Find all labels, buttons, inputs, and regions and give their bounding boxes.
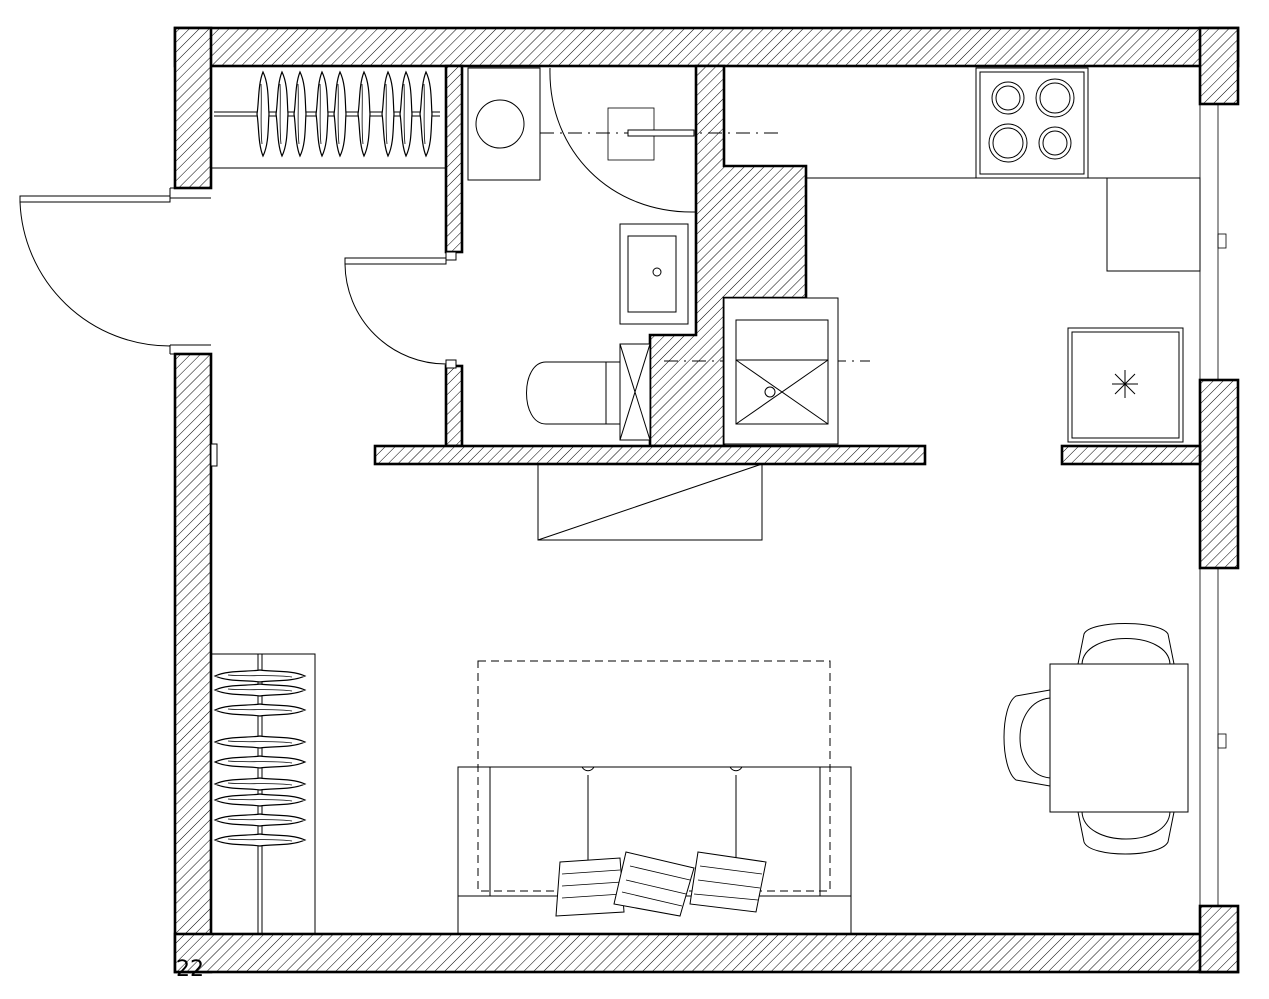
wall-closet-bath bbox=[444, 64, 464, 254]
pillow-icon bbox=[613, 851, 695, 917]
washing-machine-icon bbox=[467, 67, 541, 181]
pillow-icon bbox=[689, 851, 767, 913]
wall-bath-bottom bbox=[373, 444, 927, 466]
bathroom bbox=[344, 67, 870, 441]
sofa-bed-extended bbox=[477, 660, 831, 892]
dining-table-icon bbox=[1049, 663, 1189, 813]
sink-icon bbox=[619, 223, 689, 325]
wall-right-top bbox=[1198, 26, 1240, 106]
dining-set bbox=[1003, 623, 1189, 855]
pillow-icon bbox=[555, 857, 625, 917]
wardrobe-bottom bbox=[210, 653, 316, 935]
hanger-icon bbox=[275, 71, 289, 157]
wall-bath-door-jamb bbox=[444, 364, 464, 448]
entrance-door bbox=[19, 187, 211, 355]
stove-icon bbox=[975, 67, 1089, 179]
shower-curtain bbox=[549, 67, 697, 213]
hanger-icon bbox=[214, 703, 306, 717]
wall-right-mid bbox=[1198, 378, 1240, 570]
wall-right-bottom bbox=[1198, 904, 1240, 974]
duct-box bbox=[619, 343, 651, 441]
toilet-icon bbox=[526, 361, 621, 425]
hanger-icon bbox=[256, 71, 270, 157]
kitchen-counter bbox=[1106, 177, 1201, 272]
hanger-icon bbox=[214, 669, 306, 683]
hallway-shelf bbox=[537, 463, 763, 541]
chair-icon bbox=[1003, 689, 1051, 787]
kitchen bbox=[806, 67, 1201, 443]
hanger-icon bbox=[214, 755, 306, 769]
hanger-icon bbox=[214, 833, 306, 847]
bath-door-swing bbox=[344, 263, 447, 365]
walls bbox=[173, 26, 1240, 974]
hanger-icon bbox=[214, 683, 306, 697]
hanger-icon bbox=[333, 71, 347, 157]
wall-bottom bbox=[173, 932, 1240, 974]
hanger-icon bbox=[293, 71, 307, 157]
sofa-icon bbox=[457, 660, 852, 935]
wall-top bbox=[173, 26, 1240, 68]
hanger-icon bbox=[399, 71, 413, 157]
hanger-icon bbox=[357, 71, 371, 157]
hanger-icon bbox=[214, 793, 306, 807]
corner-label: 22 bbox=[176, 957, 204, 982]
hanger-icon bbox=[214, 735, 306, 749]
shower-tray-icon bbox=[723, 297, 839, 445]
wall-left-notch bbox=[210, 443, 218, 467]
chair-icon bbox=[1077, 811, 1175, 855]
wall-left-lower bbox=[173, 352, 213, 974]
hanger-icon bbox=[419, 71, 433, 157]
hanger-icon bbox=[315, 71, 329, 157]
hanger-icon bbox=[214, 813, 306, 827]
chair-icon bbox=[1077, 623, 1175, 665]
fridge-icon bbox=[1067, 327, 1184, 443]
hanger-icon bbox=[214, 777, 306, 791]
bath-door-leaf bbox=[344, 257, 447, 265]
hanger-icon bbox=[381, 71, 395, 157]
wall-kitchen-bottom bbox=[1060, 444, 1202, 466]
closet-top bbox=[211, 71, 446, 169]
wall-left-upper bbox=[173, 26, 213, 190]
